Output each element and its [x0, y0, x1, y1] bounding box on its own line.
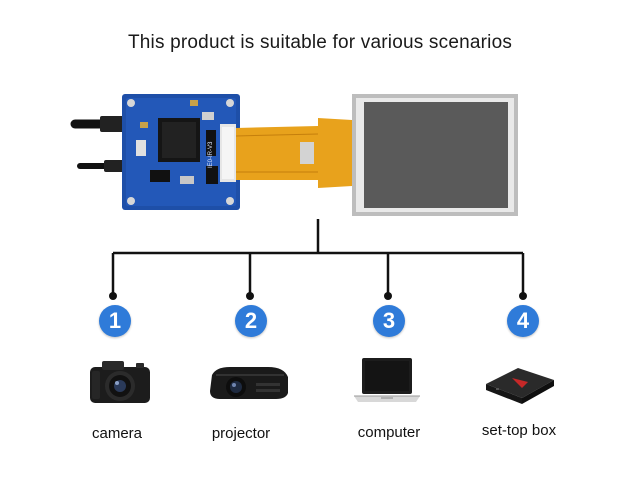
projector-icon [210, 367, 288, 399]
lcd-display [352, 94, 518, 216]
scenario-number-4: 4 [507, 305, 539, 337]
connector-dots [109, 292, 527, 300]
camera-icon [90, 361, 150, 403]
scenario-label-2: projector [211, 425, 271, 442]
scenario-number-1: 1 [99, 305, 131, 337]
scenario-label-1: camera [91, 425, 143, 442]
connector-lines [111, 219, 525, 295]
board-chip-label: IE0-IR-V3 [208, 141, 214, 168]
scenario-number-3: 3 [373, 305, 405, 337]
page-title: This product is suitable for various sce… [127, 32, 513, 53]
flex-cable [235, 118, 352, 188]
scenario-number-2: 2 [235, 305, 267, 337]
scenario-label-4: set-top box [481, 422, 557, 439]
scenario-label-3: computer [357, 424, 421, 441]
set-top-box-icon [486, 368, 554, 404]
laptop-icon [354, 358, 420, 402]
controller-board [122, 94, 240, 210]
